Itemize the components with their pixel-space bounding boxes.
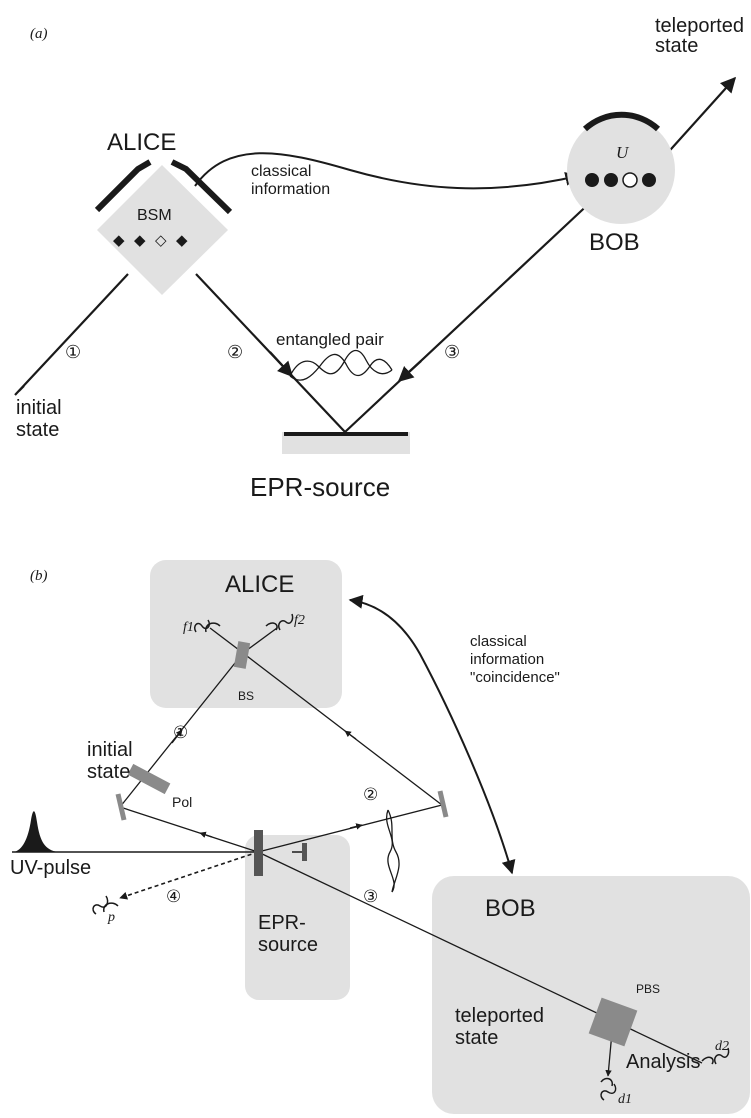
alice-box (150, 560, 342, 708)
classical-b-label-2: information (470, 651, 544, 668)
beam-splitter (233, 641, 251, 669)
teleported-b-label-2: state (455, 1027, 498, 1049)
alice-label-b: ALICE (225, 571, 294, 598)
beam-4-dashed (119, 851, 259, 900)
mirror-right (437, 790, 449, 818)
unitary-label: U (616, 143, 630, 162)
bsm-symbol-4: ◆ (176, 232, 188, 249)
port-2-b-label: ② (363, 785, 378, 804)
p-label: p (107, 910, 115, 925)
detector-f1-cup (205, 622, 221, 633)
panel-a-label: (a) (30, 26, 48, 42)
beam-to-mirror-left (119, 806, 259, 853)
bob-box (432, 876, 750, 1114)
teleported-label-2: state (655, 35, 698, 57)
detector-p-cup (103, 902, 119, 913)
beam-2-arrow (269, 351, 294, 378)
port-1-label: ① (65, 342, 81, 362)
bob-circle-edge (582, 111, 661, 132)
initial-state-b-label-2: state (87, 761, 130, 783)
classical-b-label-1: classical (470, 633, 527, 650)
bob-circle (567, 116, 675, 224)
polarizer (127, 763, 171, 795)
bob-label-b: BOB (485, 895, 536, 922)
uv-pulse-shape (14, 811, 58, 852)
teleported-b-label-1: teleported (455, 1005, 544, 1027)
classical-info-arrow-a (194, 152, 580, 190)
panel-b: (b) ALICE UV-pulse BS (10, 560, 750, 1114)
retro-mirror (302, 843, 307, 861)
bsm-symbol-3: ◇ (155, 232, 167, 249)
epr-source-a-box (282, 432, 410, 454)
epr-source-b-label-1: EPR- (258, 912, 306, 934)
detector-d1-cup (600, 1077, 614, 1087)
bs-label: BS (238, 689, 254, 703)
classical-b-label-3: "coincidence" (470, 669, 560, 686)
epr-source-b-label-2: source (258, 934, 318, 956)
panel-a: (a) ALICE BSM ◆ ◆ ◇ ◆ U BOB classical i (14, 15, 744, 502)
classical-info-arrow-b (348, 594, 516, 875)
pol-label: Pol (172, 794, 192, 810)
epr-source-box (245, 835, 350, 1000)
initial-state-label-1: initial (16, 397, 62, 419)
analysis-label: Analysis (626, 1051, 700, 1073)
bsm-label: BSM (137, 207, 172, 224)
beam-3-arrow (397, 360, 422, 383)
bsm-edge-left (94, 159, 152, 213)
port-3-label: ③ (444, 342, 460, 362)
initial-state-b-label-1: initial (87, 739, 133, 761)
detector-d1-wave (600, 1083, 617, 1101)
beam-to-mirror-right (257, 804, 443, 853)
crystal (254, 830, 263, 876)
detector-d2-wave (713, 1047, 730, 1065)
bsm-symbol-2: ◆ (134, 232, 146, 249)
alice-label-a: ALICE (107, 129, 176, 156)
arrow-b-2 (171, 729, 183, 744)
port-3-b-label: ③ (363, 887, 378, 906)
bob-label-a: BOB (589, 229, 640, 256)
beam-2-b (242, 652, 443, 806)
pbs-cube (588, 997, 638, 1047)
detector-f2-wave (277, 613, 294, 631)
detector-p-wave (92, 895, 109, 915)
bsm-symbol-1: ◆ (113, 232, 125, 249)
port-1-b-label: ① (173, 723, 188, 742)
detector-f2-cup (265, 622, 278, 631)
pbs-label: PBS (636, 982, 660, 996)
panel-b-label: (b) (30, 568, 48, 584)
f2-label: f2 (294, 613, 305, 628)
port-2-label: ② (227, 342, 243, 362)
bob-symbol-3 (622, 172, 638, 188)
bsm-diamond (97, 165, 228, 295)
bsm-edge-right (170, 159, 233, 215)
entangled-wave-1 (289, 349, 393, 377)
classical-label-1: classical (251, 163, 311, 180)
bob-symbol-4 (642, 173, 656, 187)
arrow-b-1 (199, 831, 213, 838)
entangled-pair-label: entangled pair (276, 330, 384, 349)
port-4-b-label: ④ (166, 887, 181, 906)
beam-1-tail (18, 385, 25, 392)
entangled-wave-b-2 (386, 809, 395, 893)
arrow-b-3 (344, 730, 357, 740)
teleported-label-1: teleported (655, 15, 744, 37)
initial-state-label-2: state (16, 419, 59, 441)
beam-3 (344, 197, 596, 433)
beam-1-initial (14, 273, 129, 396)
epr-source-a-label: EPR-source (250, 472, 390, 502)
bob-symbol-1 (585, 173, 599, 187)
mirror-left (115, 793, 127, 821)
d2-label: d2 (715, 1039, 729, 1054)
bob-symbol-2 (604, 173, 618, 187)
uv-pulse-label: UV-pulse (10, 857, 91, 879)
d1-label: d1 (618, 1092, 632, 1107)
classical-label-2: information (251, 181, 330, 198)
detector-d2-cup (701, 1056, 714, 1065)
entangled-wave-2 (289, 353, 393, 381)
f1-label: f1 (183, 620, 194, 635)
